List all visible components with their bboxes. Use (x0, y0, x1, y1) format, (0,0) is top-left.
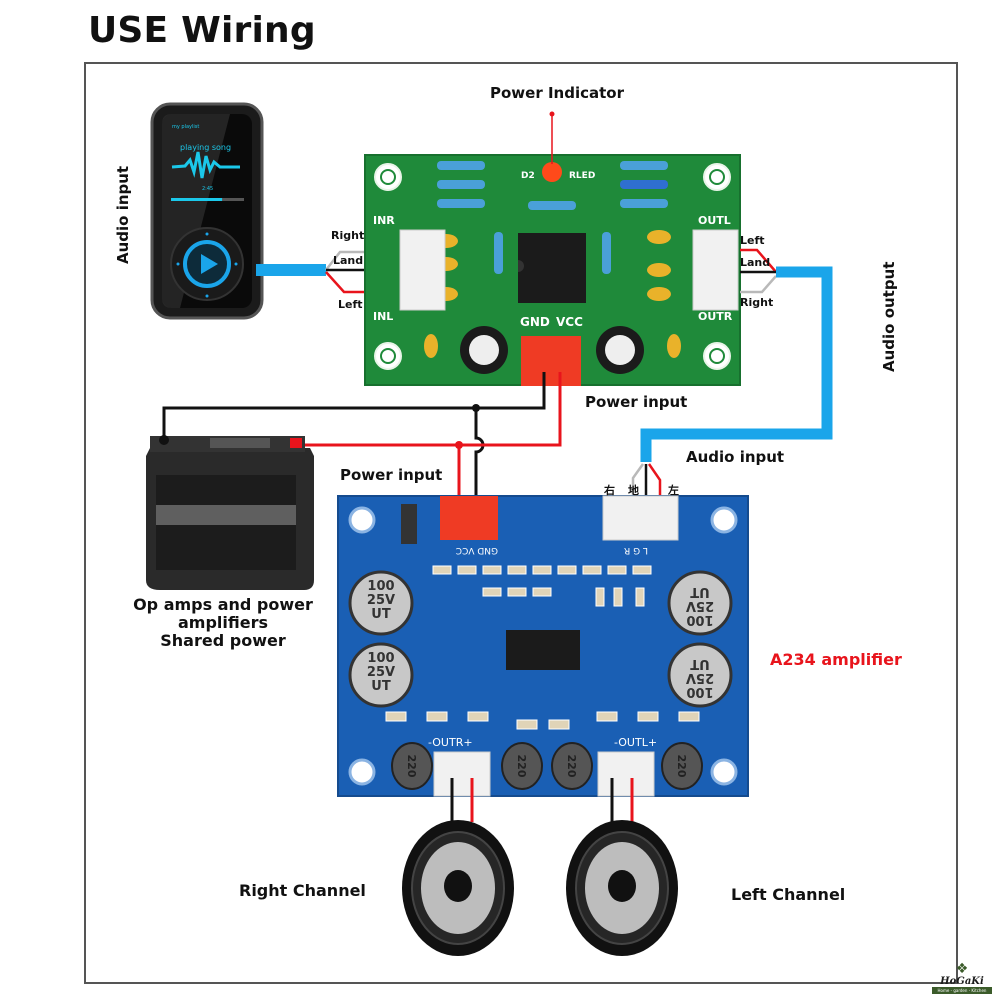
power-indicator-label: Power Indicator (490, 84, 624, 102)
diagram-frame (84, 62, 958, 984)
svg-text:25V: 25V (367, 593, 395, 608)
left-channel-label: Left Channel (731, 885, 846, 904)
ground-wire (162, 372, 546, 438)
amp-input-left-label: 左 (668, 484, 679, 497)
output-smd-components (385, 711, 700, 730)
battery-caption: Op amps and power amplifiers Shared powe… (128, 596, 318, 650)
audio-output-cable (640, 266, 833, 462)
svg-text:25V: 25V (367, 665, 395, 680)
resistors (437, 161, 668, 274)
output-wire-right-label: Right (740, 296, 774, 309)
inductors (391, 742, 703, 790)
input-wire-right-label: Right (331, 229, 365, 242)
svg-text:100: 100 (686, 612, 713, 627)
left-speaker-connector (597, 751, 655, 797)
page-title: USE Wiring (88, 10, 316, 51)
output-wire-left-label: Left (740, 234, 765, 247)
smd-components (432, 565, 652, 607)
svg-text:220: 220 (675, 755, 688, 778)
logo-name: HoGaKi (940, 976, 984, 987)
svg-text:220: 220 (405, 755, 418, 778)
svg-text:100: 100 (686, 684, 713, 699)
battery-positive-terminal (290, 438, 302, 448)
input-wire-land-label: Land (333, 254, 364, 267)
svg-text:UT: UT (371, 607, 391, 622)
power-led (542, 162, 562, 182)
outr-terminal-label: -OUTR+ (428, 736, 473, 749)
play-icon (201, 254, 218, 274)
svg-text:UT: UT (690, 584, 710, 599)
preamp-power-input-label: Power input (585, 393, 688, 411)
logo-tagline: Home - garden - Kitchen (932, 987, 992, 994)
amp-power-connector (440, 496, 498, 540)
vcc-wire (300, 372, 562, 447)
battery (146, 435, 314, 590)
amplifier-name-label: A234 amplifier (770, 650, 902, 669)
battery-negative-terminal (159, 435, 169, 445)
battery-caption-line-3: Shared power (160, 631, 286, 650)
input-connector (399, 229, 446, 311)
right-speaker (402, 820, 514, 956)
svg-text:UT: UT (371, 679, 391, 694)
amp-power-input-label: Power input (340, 466, 443, 484)
brand-logo: ❖ HoGaKi Home - garden - Kitchen (932, 962, 992, 994)
player-status: playing song (180, 143, 231, 152)
amplifier-chip (506, 630, 580, 670)
outl-terminal-label: -OUTL+ (614, 736, 657, 749)
output-wire-land-label: Land (740, 256, 771, 269)
battery-caption-line-2: amplifiers (177, 613, 268, 632)
rled-label: RLED (569, 171, 595, 181)
audio-input-cable (256, 264, 326, 276)
amp-lgr-label: L G R (624, 545, 648, 555)
waveform-icon (171, 151, 240, 179)
leaf-house-icon: ❖ (955, 961, 969, 977)
outr-label: OUTR (698, 310, 733, 323)
inr-label: INR (373, 214, 395, 227)
input-wire-left-label: Left (338, 298, 363, 311)
svg-text:220: 220 (515, 755, 528, 778)
player-time: 2:45 (202, 186, 213, 192)
svg-text:UT: UT (690, 656, 710, 671)
output-wire-left (740, 248, 777, 273)
d2-label: D2 (521, 171, 535, 181)
inl-label: INL (373, 310, 393, 323)
right-channel-label: Right Channel (239, 881, 366, 900)
amp-input-ground-label: 地 (628, 484, 639, 497)
amp-electrolytic-capacitors (348, 570, 733, 708)
gnd-label: GND (520, 315, 550, 329)
audio-output-label: Audio output (880, 261, 898, 372)
player-playlist: my playlist (172, 124, 199, 130)
audio-input-label: Audio input (114, 165, 132, 264)
right-speaker-connector (433, 751, 491, 797)
amp-gnd-vcc-label: GND VCC (456, 545, 498, 555)
svg-text:100: 100 (367, 579, 394, 594)
svg-text:25V: 25V (686, 598, 714, 613)
amp-input-connector (602, 495, 679, 541)
left-speaker (566, 820, 678, 956)
battery-caption-line-1: Op amps and power (133, 595, 313, 614)
svg-text:220: 220 (565, 755, 578, 778)
outl-label: OUTL (698, 214, 731, 227)
vcc-label: VCC (556, 315, 583, 329)
output-wire-right (740, 275, 777, 294)
preamp-board: D2 RLED INR INL OUTL OUTR GND VCC (364, 154, 741, 386)
svg-text:25V: 25V (686, 670, 714, 685)
output-connector (692, 229, 739, 311)
player-progress-fill (171, 198, 223, 201)
op-amp-chip (518, 233, 586, 303)
mp3-player: my playlist playing song 2:45 (150, 102, 264, 320)
amp-audio-input-label: Audio input (686, 448, 785, 466)
electrolytic-capacitors (460, 326, 644, 374)
svg-text:100: 100 (367, 651, 394, 666)
preamp-power-connector (521, 336, 581, 386)
diode-d1 (401, 504, 417, 544)
amp-input-right-label: 右 (604, 484, 615, 497)
